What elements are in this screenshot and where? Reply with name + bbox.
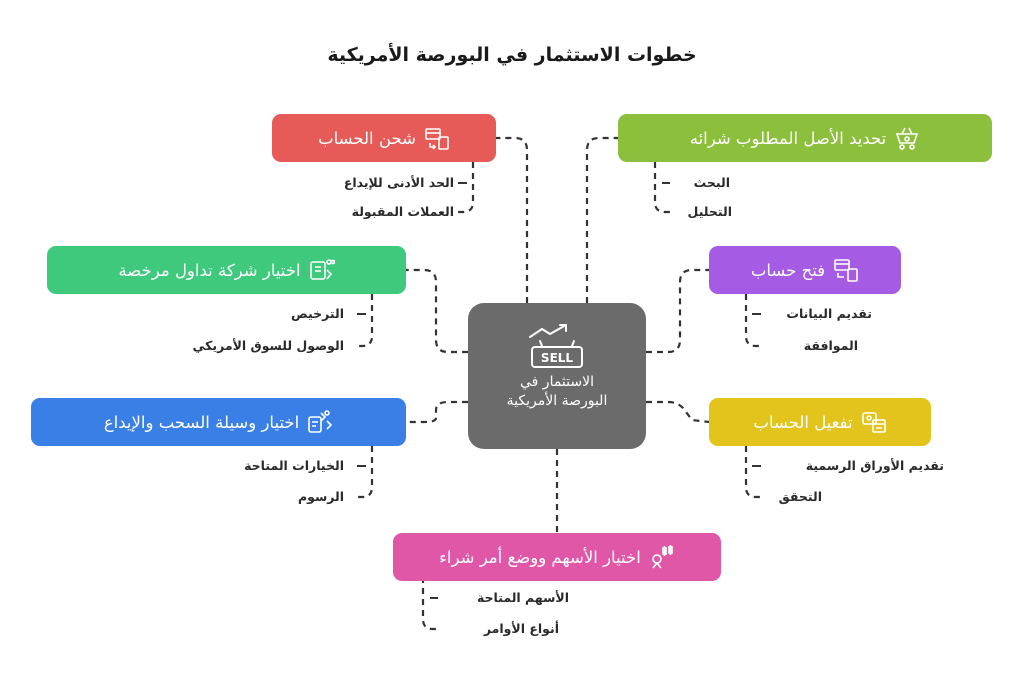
node-label: اختيار الأسهم ووضع أمر شراء <box>439 547 641 567</box>
list-item: أنواع الأوامر <box>483 621 559 636</box>
node-activate-account: تفعيل الحساب <box>709 398 931 446</box>
list-item: تقديم البيانات <box>786 306 872 321</box>
diagram-title: خطوات الاستثمار في البورصة الأمريكية <box>327 44 697 66</box>
list-item: الترخيص <box>290 306 344 321</box>
center-node: SELL الاستثمار في البورصة الأمريكية <box>468 303 646 449</box>
sell-text: SELL <box>541 351 573 365</box>
node-open-account: فتح حساب <box>709 246 901 294</box>
list-item: الوصول للسوق الأمريكي <box>192 338 344 353</box>
node-identify-asset: تحديد الأصل المطلوب شرائه <box>618 114 992 162</box>
node-charge-account: شحن الحساب <box>272 114 496 162</box>
list-item: الموافقة <box>803 338 858 353</box>
node-label: تحديد الأصل المطلوب شرائه <box>689 128 887 148</box>
node-payment-method: اختيار وسيلة السحب والإيداع <box>31 398 406 446</box>
list-item: الرسوم <box>297 489 344 504</box>
node-label: شحن الحساب <box>318 128 416 148</box>
list-item: الأسهم المتاحة <box>476 590 569 605</box>
basket-icon <box>894 125 920 151</box>
account-device-icon <box>833 257 859 283</box>
license-icon <box>309 257 335 283</box>
list-item: البحث <box>693 175 730 190</box>
payment-choice-icon <box>307 409 333 435</box>
node-label: تفعيل الحساب <box>753 412 853 432</box>
list-item: الحد الأدنى للإيداع <box>343 175 454 190</box>
list-item: العملات المقبولة <box>351 204 454 219</box>
node-choose-stocks: اختيار الأسهم ووضع أمر شراء <box>393 533 721 581</box>
transfer-card-icon <box>424 125 450 151</box>
center-label: الاستثمار في البورصة الأمريكية <box>506 374 608 409</box>
list-item: التحقق <box>778 489 822 504</box>
node-label: فتح حساب <box>750 260 826 280</box>
node-choose-broker: اختيار شركة تداول مرخصة <box>47 246 406 294</box>
node-label: اختيار وسيلة السحب والإيداع <box>103 412 300 432</box>
list-item: التحليل <box>687 204 732 219</box>
sell-sign-trend-icon: SELL <box>526 321 588 371</box>
list-item: الخيارات المتاحة <box>244 458 344 473</box>
stock-candles-icon <box>649 544 675 570</box>
node-label: اختيار شركة تداول مرخصة <box>118 260 301 280</box>
list-item: تقديم الأوراق الرسمية <box>805 458 944 473</box>
wallet-card-icon <box>861 409 887 435</box>
